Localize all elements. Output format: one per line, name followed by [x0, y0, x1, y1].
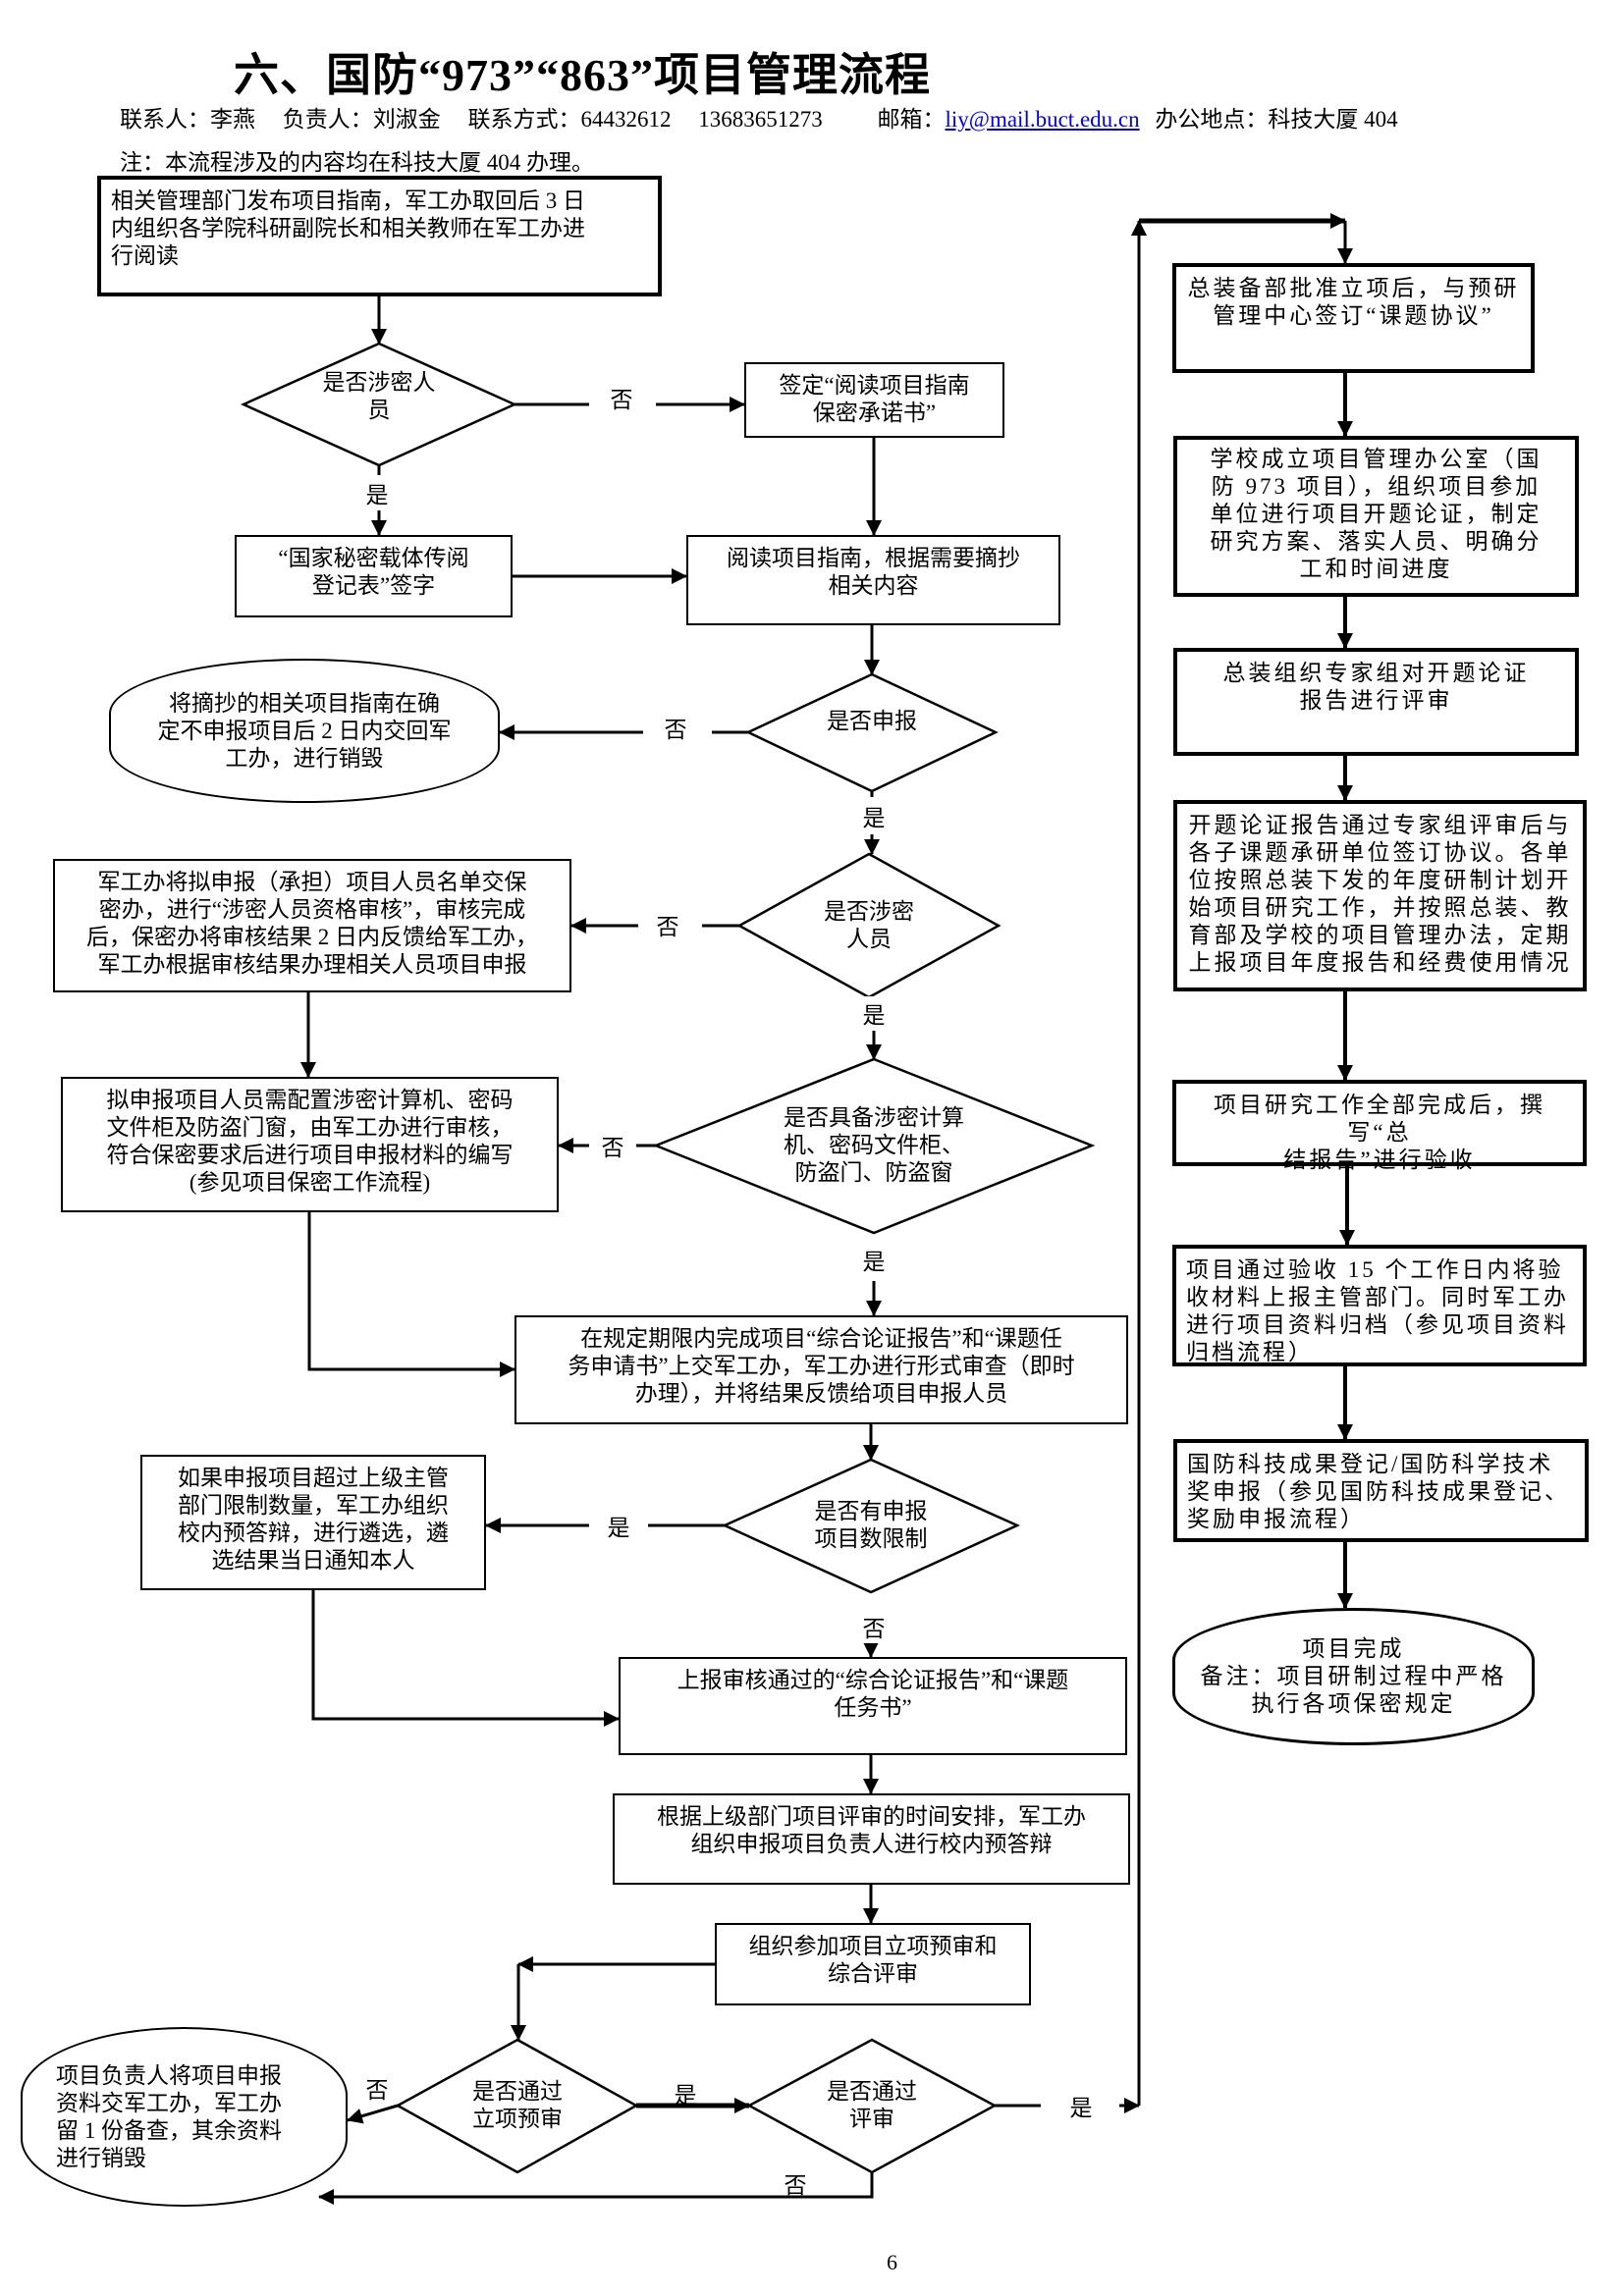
step-read-guide: 阅读项目指南，根据需要摘抄 相关内容 [686, 535, 1060, 625]
terminal-fail-handling: 项目负责人将项目申报 资料交军工办，军工办 留 1 份备查，其余资料 进行销毁 [21, 2027, 348, 2207]
step-equip-config: 拟申报项目人员需配置涉密计算机、密码 文件柜及防盗门窗，由军工办进行审核， 符合… [61, 1077, 559, 1212]
note: 注：本流程涉及的内容均在科技大厦 404 办理。 [120, 150, 594, 175]
step-sign-subprojects: 开题论证报告通过专家组评审后与 各子课题承研单位签订协议。各单 位按照总装下发的… [1173, 800, 1587, 991]
decision-secret-staff-1: 是否涉密人 员 [322, 370, 436, 422]
edge-label-no: 否 [860, 1610, 888, 1643]
edge-label-no: 否 [654, 908, 681, 941]
edge-label-yes: 是 [674, 2083, 697, 2108]
phone: 联系方式：64432612 [467, 107, 672, 132]
step-internal-defense: 根据上级部门项目评审的时间安排，军工办 组织申报项目负责人进行校内预答辩 [613, 1793, 1130, 1885]
step-achievement-award: 国防科技成果登记/国防科学技术 奖申报（参见国防科技成果登记、 奖励申报流程） [1173, 1439, 1589, 1542]
edge-label-no: 否 [662, 711, 689, 744]
edge-label-no: 否 [784, 2173, 807, 2198]
decision-prereview: 是否通过 立项预审 [472, 2079, 563, 2131]
contact-person: 联系人：李燕 [120, 107, 255, 132]
responsible-person: 负责人：刘淑金 [282, 107, 441, 132]
decision-diamond [721, 1458, 1021, 1594]
email-link[interactable]: liy@mail.buct.edu.cn [945, 107, 1140, 132]
step-preselection: 如果申报项目超过上级主管 部门限制数量，军工办组织 校内预答辩，进行遴选，遴 选… [140, 1455, 486, 1590]
step-sign-pledge: 签定“阅读项目指南 保密承诺书” [744, 362, 1004, 438]
edge-label-no: 否 [608, 381, 635, 414]
edge-label-no: 否 [599, 1129, 626, 1162]
decision-diamond [395, 2038, 639, 2174]
edge-label-no: 否 [363, 2071, 391, 2105]
decision-review: 是否通过 评审 [827, 2079, 917, 2131]
mobile: 13683651273 [698, 107, 823, 132]
step-project-office: 学校成立项目管理办公室（国 防 973 项目），组织项目参加 单位进行项目开题论… [1173, 436, 1579, 597]
step-final-report: 项目研究工作全部完成后，撰写“总 结报告”进行验收 [1172, 1080, 1587, 1172]
step-submit-reports: 在规定期限内完成项目“综合论证报告”和“课题任 务申请书”上交军工办，军工办进行… [514, 1315, 1128, 1424]
edge-label-yes: 是 [363, 476, 391, 509]
page-number: 6 [887, 2250, 897, 2274]
step-acceptance-archive: 项目通过验收 15 个工作日内将验 收材料上报主管部门。同时军工办 进行项目资料… [1172, 1245, 1587, 1366]
contact-line: 联系人：李燕 负责人：刘淑金 联系方式：64432612 13683651273… [120, 100, 1420, 133]
decision-quota: 是否有申报 项目数限制 [814, 1499, 928, 1551]
email-label: 邮箱： [877, 107, 946, 132]
edge-label-yes: 是 [860, 996, 888, 1030]
edge-label-yes: 是 [860, 799, 888, 832]
office-location: 办公地点：科技大厦 404 [1155, 107, 1398, 132]
step-qualification-review: 军工办将拟申报（承担）项目人员名单交保 密办，进行“涉密人员资格审核”，审核完成… [53, 859, 571, 992]
decision-equipment: 是否具备涉密计算 机、密码文件柜、 防盗门、防盗窗 [784, 1105, 964, 1185]
terminal-return-destroy: 将摘抄的相关项目指南在确 定不申报项目后 2 日内交回军 工办，进行销毁 [109, 659, 500, 803]
page-title: 六、国防“973”“863”项目管理流程 [234, 50, 931, 100]
step-attend-review: 组织参加项目立项预审和 综合评审 [715, 1923, 1031, 2005]
step-expert-review: 总装组织专家组对开题论证 报告进行评审 [1173, 648, 1579, 756]
step-publish-guide: 相关管理部门发布项目指南，军工办取回后 3 日 内组织各学院科研副院长和相关教师… [97, 176, 662, 296]
edge-label-yes: 是 [605, 1509, 632, 1542]
decision-apply: 是否申报 [827, 709, 917, 733]
step-report-up: 上报审核通过的“综合论证报告”和“课题 任务书” [619, 1657, 1127, 1755]
terminal-complete: 项目完成 备注：项目研制过程中严格 执行各项保密规定 [1172, 1608, 1535, 1745]
decision-secret-staff-2: 是否涉密 人员 [824, 899, 914, 951]
step-approval-agreement: 总装备部批准立项后，与预研 管理中心签订“课题协议” [1172, 263, 1535, 373]
step-sign-register: “国家秘密载体传阅 登记表”签字 [235, 535, 513, 617]
edge-label-yes: 是 [860, 1243, 888, 1276]
decision-diamond [652, 1057, 1096, 1235]
edge-label-yes: 是 [1067, 2089, 1095, 2122]
